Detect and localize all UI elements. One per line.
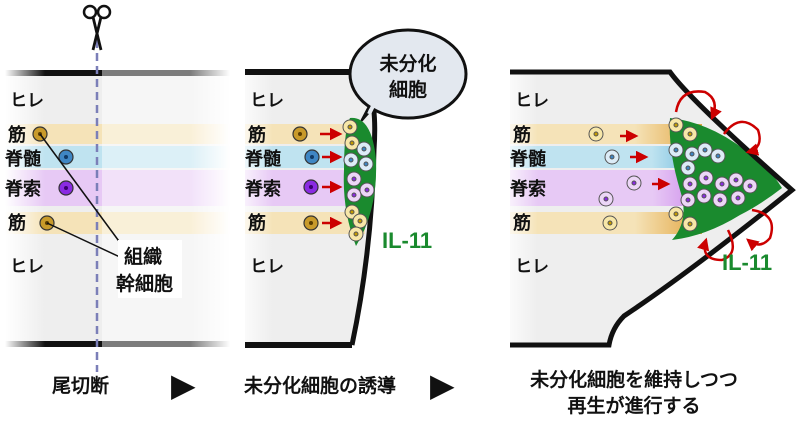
callout-label-line2: 幹細胞: [116, 272, 173, 295]
label-notochord: 脊索: [509, 178, 546, 200]
bubble-label-line2: 細胞: [389, 78, 427, 101]
undifferentiated-cell-cluster: [668, 117, 758, 232]
regenerating-edge: [510, 69, 796, 348]
label-fin-top: ヒレ: [10, 91, 44, 111]
undifferentiated-cells: [342, 119, 375, 242]
label-muscle-bottom: 筋: [513, 212, 531, 234]
label-muscle-bottom: 筋: [248, 212, 266, 234]
label-fin-bottom: ヒレ: [250, 257, 284, 277]
step-caption-2: 未分化細胞の誘導: [243, 374, 396, 397]
callout-label-line1: 組織: [124, 245, 162, 268]
label-notochord: 脊索: [4, 178, 41, 200]
label-notochord: 脊索: [244, 178, 281, 200]
migration-arrows: [320, 127, 343, 230]
label-fin-bottom: ヒレ: [515, 257, 549, 277]
signal-label: IL-11: [722, 250, 772, 275]
step-caption-1: 尾切断: [52, 374, 109, 397]
stem-cells: [292, 126, 320, 231]
speech-bubble: 未分化 細胞: [348, 28, 468, 122]
panel-3: ヒレ 筋 脊髄 脊索 筋 ヒレ: [500, 60, 796, 417]
panel-1: ヒレ 筋 脊髄 脊索 筋 ヒレ 組織 幹細胞 尾切断: [4, 4, 230, 397]
label-fin-bottom: ヒレ: [10, 257, 44, 277]
label-muscle-top: 筋: [513, 124, 531, 146]
top-edge: [5, 70, 230, 76]
label-muscle-top: 筋: [8, 124, 26, 146]
muscle-band-bottom: [5, 212, 230, 234]
label-fin-top: ヒレ: [250, 91, 284, 111]
label-fin-top: ヒレ: [515, 91, 549, 111]
step-caption-3-line2: 再生が進行する: [567, 394, 700, 417]
callout-line-1: [39, 133, 125, 249]
step-arrow-2: ▶: [430, 366, 455, 404]
label-spinal-cord: 脊髄: [244, 148, 282, 170]
step-arrow-1: ▶: [171, 366, 196, 404]
bottom-edge: [5, 341, 230, 347]
scissors-icon: [82, 4, 112, 51]
callout-line-2: [46, 222, 123, 259]
panel-2: ヒレ 筋 脊髄 脊索 筋 ヒレ: [235, 28, 468, 397]
step-caption-3-line1: 未分化細胞を維持しつつ: [529, 368, 738, 391]
bubble-label-line1: 未分化: [378, 52, 436, 75]
label-muscle-bottom: 筋: [8, 212, 26, 234]
muscle-band-top: [5, 124, 230, 144]
label-spinal-cord: 脊髄: [4, 148, 42, 170]
label-spinal-cord: 脊髄: [509, 148, 547, 170]
cycling-arrows: [620, 90, 774, 262]
label-muscle-top: 筋: [248, 124, 266, 146]
signal-label: IL-11: [382, 228, 432, 253]
differentiating-cells: [588, 126, 642, 231]
